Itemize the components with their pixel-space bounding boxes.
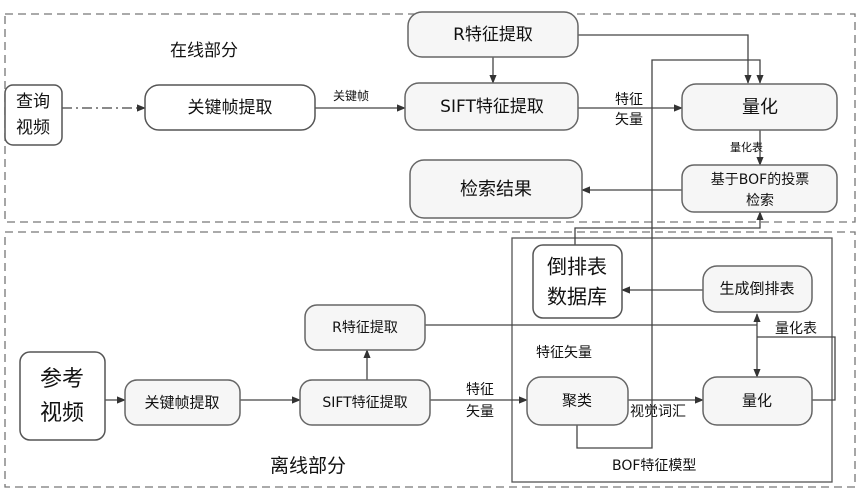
offline-section-label: 离线部分 <box>270 455 346 477</box>
online-quantize-box: 量化 <box>682 84 837 130</box>
svg-text:倒排表: 倒排表 <box>547 255 607 279</box>
online-sift-box: SIFT特征提取 <box>405 83 578 130</box>
online-feature-vector-label-2: 矢量 <box>615 112 643 128</box>
svg-text:关键帧提取: 关键帧提取 <box>144 394 219 412</box>
query-video-box: 查询 视频 <box>5 85 62 145</box>
online-feature-vector-label-1: 特征 <box>615 92 643 108</box>
inverted-db-box: 倒排表 数据库 <box>533 245 622 318</box>
online-keyframe-box: 关键帧提取 <box>145 85 315 130</box>
svg-text:视频: 视频 <box>16 118 50 138</box>
offline-keyframe-box: 关键帧提取 <box>125 380 240 425</box>
arrow-db-to-vote <box>575 212 760 245</box>
offline-feature-vector-label-1: 特征 <box>466 382 494 398</box>
offline-r-feature-box: R特征提取 <box>305 305 425 350</box>
svg-text:聚类: 聚类 <box>562 392 592 410</box>
svg-text:量化: 量化 <box>742 97 778 118</box>
svg-text:SIFT特征提取: SIFT特征提取 <box>322 395 407 411</box>
svg-text:R特征提取: R特征提取 <box>332 320 398 336</box>
cluster-box: 聚类 <box>527 377 628 425</box>
bof-vote-box: 基于BOF的投票 检索 <box>682 165 837 212</box>
online-section-label: 在线部分 <box>170 41 238 61</box>
svg-text:参考: 参考 <box>40 367 84 392</box>
offline-sift-box: SIFT特征提取 <box>300 380 430 425</box>
svg-text:检索结果: 检索结果 <box>460 179 532 200</box>
svg-text:基于BOF的投票: 基于BOF的投票 <box>711 171 809 188</box>
svg-text:量化: 量化 <box>742 392 772 410</box>
gen-inverted-box: 生成倒排表 <box>703 266 812 312</box>
bof-feature-vector-label: 特征矢量 <box>536 345 592 361</box>
svg-text:生成倒排表: 生成倒排表 <box>719 280 794 298</box>
svg-text:视频: 视频 <box>40 401 84 426</box>
offline-quant-table-label: 量化表 <box>775 321 817 337</box>
svg-text:SIFT特征提取: SIFT特征提取 <box>440 97 544 117</box>
svg-text:数据库: 数据库 <box>547 285 607 309</box>
visual-words-label: 视觉词汇 <box>630 404 686 420</box>
svg-text:关键帧提取: 关键帧提取 <box>188 98 273 118</box>
offline-feature-vector-label-2: 矢量 <box>466 404 494 420</box>
bof-model-title: BOF特征模型 <box>612 458 696 474</box>
svg-text:R特征提取: R特征提取 <box>453 25 533 45</box>
online-quant-table-label: 量化表 <box>730 140 763 154</box>
keyframe-label: 关键帧 <box>333 89 369 103</box>
svg-text:查询: 查询 <box>16 92 50 112</box>
offline-quantize-box: 量化 <box>703 377 812 425</box>
arrow-r-to-quantize <box>578 35 748 83</box>
reference-video-box: 参考 视频 <box>20 352 105 440</box>
online-r-feature-box: R特征提取 <box>408 12 578 57</box>
result-box: 检索结果 <box>410 160 582 218</box>
svg-text:检索: 检索 <box>746 192 774 209</box>
